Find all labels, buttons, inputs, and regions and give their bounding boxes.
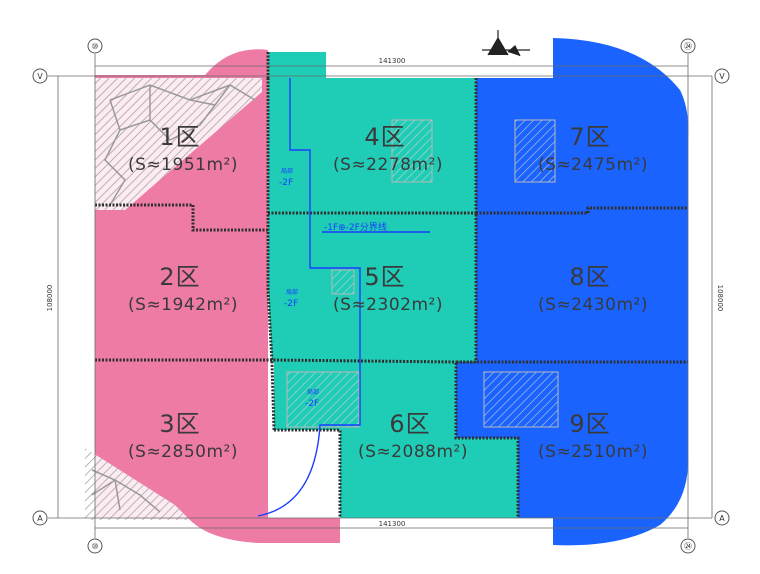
zone-5-title: 5区 <box>364 263 405 291</box>
annotation-route: -1F⊕-2F分界线 <box>324 221 387 233</box>
dimension-top: 141300 <box>379 57 406 65</box>
annotation-3-level: -2F <box>305 399 319 409</box>
hatch-zone3-lines <box>85 448 190 520</box>
dimension-left: 108000 <box>46 285 54 312</box>
hatch-zone1-lines <box>95 78 262 210</box>
zone-3-area: (S≈2850m²) <box>128 442 238 462</box>
axis-bottom-left-bubble <box>87 538 103 554</box>
axis-bottom-right-bubble <box>680 538 696 554</box>
zone-8-title: 8区 <box>569 263 610 291</box>
axis-top-right-label: ㉔ <box>684 42 692 51</box>
axis-right-top-label: V <box>719 72 725 81</box>
zone-2-area: (S≈1942m²) <box>128 295 238 315</box>
zone-6-area: (S≈2088m²) <box>358 442 468 462</box>
axis-top-left-label: ⑩ <box>91 42 98 51</box>
annotation-3-small: 局部 <box>307 388 319 396</box>
zone-3-title: 3区 <box>159 410 200 438</box>
axis-top-left-bubble <box>87 38 103 54</box>
annotations: 局部 -2F 局部 -2F 局部 -2F -1F⊕-2F分界线 <box>279 167 387 409</box>
axis-labels: ⑩ ㉔ ⑩ ㉔ V V A A <box>37 42 725 551</box>
north-arrow-icon <box>482 30 530 57</box>
zone-1-area: (S≈1951m²) <box>128 155 238 175</box>
axis-right-top-bubble <box>714 68 730 84</box>
axis-bottom-right-label: ㉔ <box>684 542 692 551</box>
zone-4: 4区 (S≈2278m²) <box>333 123 443 175</box>
axis-right-bottom-label: A <box>719 514 725 523</box>
zone-boundaries <box>95 52 688 518</box>
hatch-box-zone9 <box>483 371 559 428</box>
axis-left-bottom-label: A <box>37 514 43 523</box>
zone-6-title: 6区 <box>389 410 430 438</box>
hatch-zone3-web <box>91 469 161 513</box>
zone-4-title: 4区 <box>364 123 405 151</box>
zone-8: 8区 (S≈2430m²) <box>538 263 648 315</box>
zone-9: 9区 (S≈2510m²) <box>538 410 648 462</box>
zone-4-area: (S≈2278m²) <box>333 155 443 175</box>
route-lines <box>257 78 430 517</box>
dimension-bottom: 141300 <box>379 520 406 528</box>
zone-2-title: 2区 <box>159 263 200 291</box>
axis-left-top-label: V <box>37 72 43 81</box>
zone-7-area: (S≈2475m²) <box>538 155 648 175</box>
zone-2: 2区 (S≈1942m²) <box>128 263 238 315</box>
grid-lines <box>48 54 713 538</box>
zone-5: 5区 (S≈2302m²) <box>333 263 443 315</box>
axis-left-top-bubble <box>32 68 48 84</box>
zone-labels: 1区 (S≈1951m²) 2区 (S≈1942m²) 3区 (S≈2850m²… <box>128 123 648 462</box>
zone-5-area: (S≈2302m²) <box>333 295 443 315</box>
zone-9-title: 9区 <box>569 410 610 438</box>
zone-1-title: 1区 <box>159 123 200 151</box>
dimension-right: 108000 <box>716 285 724 312</box>
zone-6: 6区 (S≈2088m²) <box>358 410 468 462</box>
annotation-1-level: -2F <box>279 178 293 188</box>
hatch-box-zone7 <box>514 119 556 183</box>
hatch-zone1-web <box>104 84 256 206</box>
annotation-2-level: -2F <box>284 299 298 309</box>
hatch-box-zone5 <box>331 269 355 295</box>
axis-left-bottom-bubble <box>32 510 48 526</box>
zone-8-area: (S≈2430m²) <box>538 295 648 315</box>
zone-7: 7区 (S≈2475m²) <box>538 123 648 175</box>
axis-top-right-bubble <box>680 38 696 54</box>
axis-right-bottom-bubble <box>714 510 730 526</box>
zone-7-title: 7区 <box>569 123 610 151</box>
axis-markers <box>32 38 730 554</box>
annotation-2-small: 局部 <box>286 288 298 296</box>
axis-bottom-left-label: ⑩ <box>91 542 98 551</box>
annotation-1-small: 局部 <box>281 167 293 175</box>
hatch-box-zone6 <box>286 371 360 428</box>
zone-9-area: (S≈2510m²) <box>538 442 648 462</box>
dimensions: 141300 141300 108000 108000 <box>46 57 724 528</box>
hatch-box-zone4 <box>391 119 433 183</box>
zone-3: 3区 (S≈2850m²) <box>128 410 238 462</box>
hatched-areas <box>85 78 559 520</box>
zone-1: 1区 (S≈1951m²) <box>128 123 238 175</box>
